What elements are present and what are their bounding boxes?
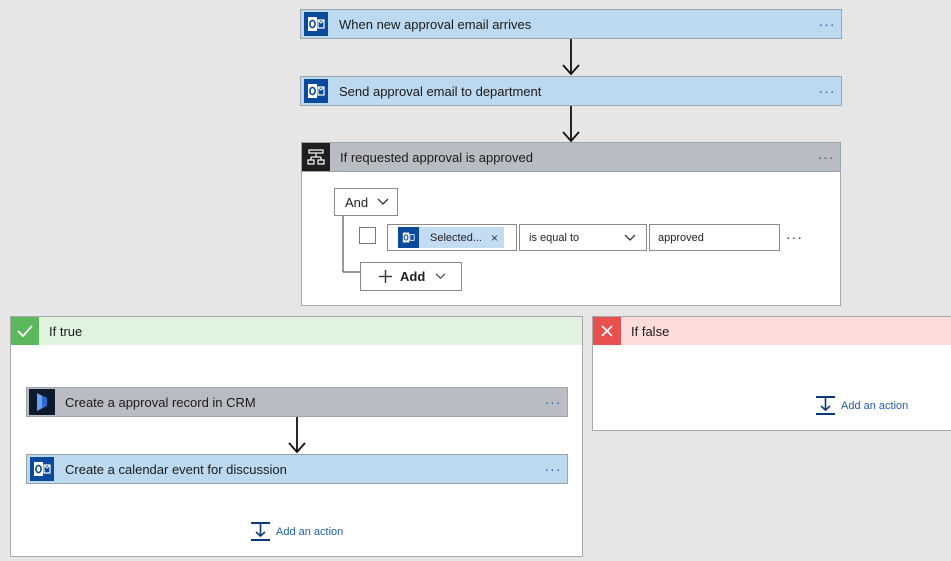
plus-icon: [379, 270, 392, 283]
outlook-icon: [303, 78, 329, 104]
condition-value-input[interactable]: approved: [649, 224, 780, 251]
comparison-label: is equal to: [529, 231, 580, 244]
crm-action-more-button[interactable]: ···: [544, 394, 562, 410]
condition-left-field[interactable]: Selected... ×: [387, 224, 517, 251]
calendar-action-card[interactable]: Create a calendar event for discussion ·…: [26, 454, 568, 484]
crm-action-card[interactable]: Create a approval record in CRM ···: [26, 387, 568, 417]
tree-connector: [342, 216, 362, 273]
if-true-label: If true: [49, 323, 83, 339]
condition-icon: [302, 143, 330, 171]
if-true-add-action-label: Add an action: [276, 525, 344, 538]
send-email-more-button[interactable]: ···: [818, 83, 836, 99]
row-checkbox[interactable]: [359, 227, 376, 244]
add-action-icon: [251, 522, 270, 541]
operator-label: And: [345, 194, 369, 210]
chevron-down-icon: [624, 234, 636, 241]
condition-panel: If requested approval is approved ··· An…: [301, 142, 841, 306]
outlook-icon: [398, 227, 419, 248]
if-true-add-action-button[interactable]: Add an action: [251, 522, 343, 541]
add-condition-button[interactable]: Add: [360, 262, 462, 291]
if-false-label: If false: [631, 323, 670, 339]
add-condition-label: Add: [400, 269, 426, 284]
connector-arrow: [562, 39, 580, 76]
condition-title: If requested approval is approved: [340, 149, 533, 165]
row-more-button[interactable]: ···: [786, 229, 803, 245]
outlook-icon: [303, 11, 329, 37]
token-remove-button[interactable]: ×: [490, 230, 498, 245]
if-false-header: If false: [593, 317, 951, 345]
dynamics-crm-icon: [29, 389, 55, 415]
send-email-card[interactable]: Send approval email to department ···: [300, 76, 842, 106]
if-false-add-action-label: Add an action: [841, 399, 909, 412]
add-action-icon: [816, 396, 835, 415]
trigger-card[interactable]: When new approval email arrives ···: [300, 9, 842, 39]
if-false-branch: If false Add an action: [592, 316, 951, 431]
trigger-more-button[interactable]: ···: [818, 16, 836, 32]
if-false-add-action-button[interactable]: Add an action: [816, 396, 908, 415]
check-icon: [11, 317, 39, 345]
calendar-action-title: Create a calendar event for discussion: [65, 461, 287, 477]
token-label: Selected...: [430, 231, 482, 244]
comparison-select[interactable]: is equal to: [519, 224, 647, 251]
connector-arrow: [562, 106, 580, 143]
operator-dropdown[interactable]: And: [334, 188, 398, 216]
outlook-icon: [29, 456, 55, 482]
chevron-down-icon: [377, 198, 389, 205]
send-email-title: Send approval email to department: [339, 83, 542, 99]
crm-action-title: Create a approval record in CRM: [65, 394, 256, 410]
if-true-header: If true: [11, 317, 582, 345]
connector-arrow: [288, 417, 306, 454]
chevron-down-icon: [436, 273, 446, 280]
close-icon: [593, 317, 621, 345]
condition-header[interactable]: If requested approval is approved ···: [301, 142, 841, 172]
condition-more-button[interactable]: ···: [817, 149, 835, 165]
condition-value: approved: [658, 231, 704, 244]
calendar-action-more-button[interactable]: ···: [544, 461, 562, 477]
trigger-title: When new approval email arrives: [339, 16, 532, 32]
if-true-branch: If true Create a approval record in CRM …: [10, 316, 583, 557]
selected-token[interactable]: Selected... ×: [398, 227, 504, 248]
